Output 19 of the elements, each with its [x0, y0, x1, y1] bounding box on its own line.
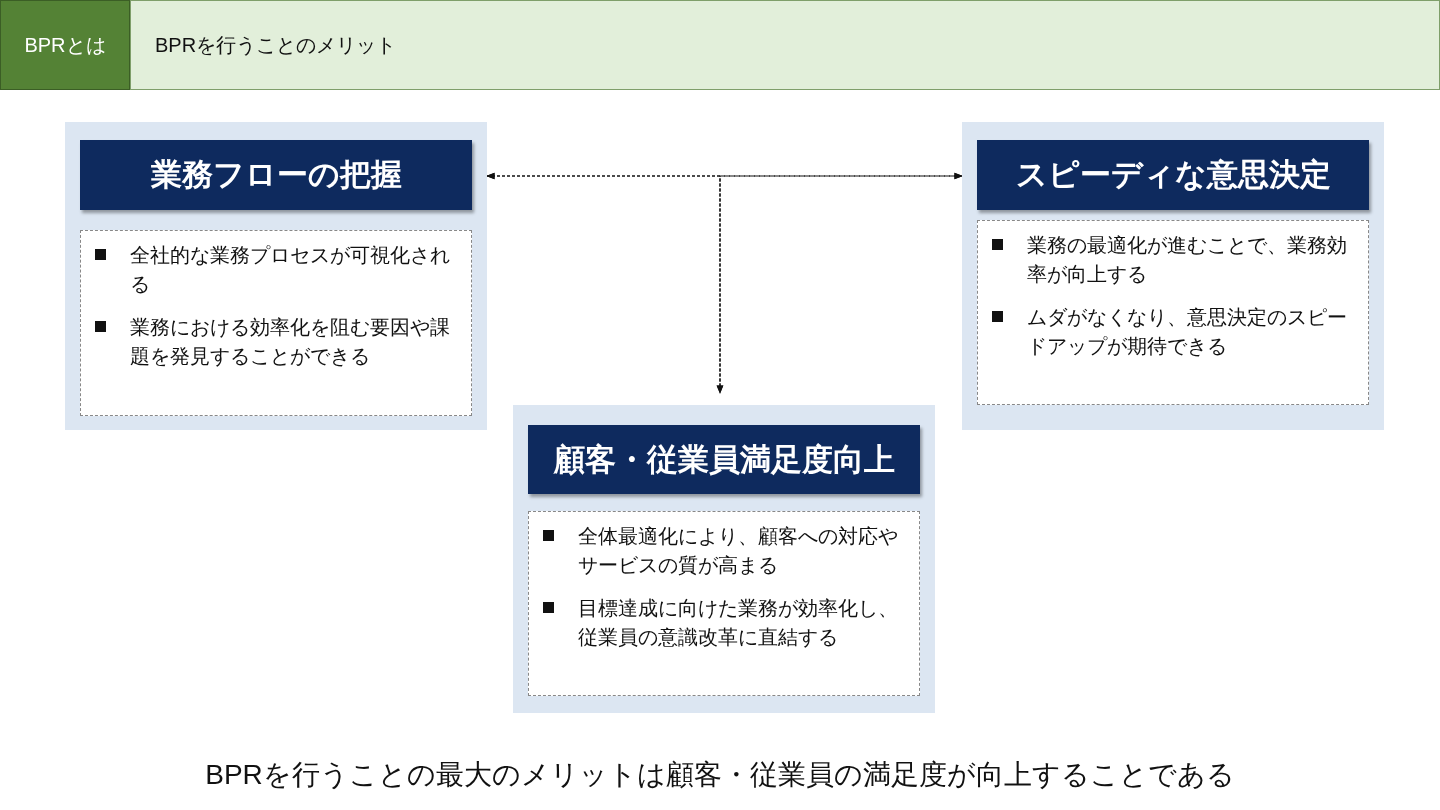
list-item-text: 全社的な業務プロセスが可視化される: [130, 243, 451, 297]
list-item-text: ムダがなくなり、意思決定のスピードアップが期待できる: [1027, 305, 1348, 359]
list-item-text: 全体最適化により、顧客への対応やサービスの質が高まる: [578, 524, 899, 578]
caption-text: BPRを行うことの最大のメリットは顧客・従業員の満足度が向上することである: [204, 758, 1236, 792]
heading-bar: 業務フローの把握: [80, 140, 472, 210]
header-band: BPRを行うことのメリット: [130, 0, 1440, 90]
heading-bar: 顧客・従業員満足度向上: [528, 425, 920, 494]
section-tab: BPRとは: [0, 0, 130, 90]
bullet-list-box: [80, 230, 472, 416]
bullet-list-box: [528, 511, 920, 696]
list-item-text: 業務における効率化を阻む要因や課題を発見することができる: [130, 315, 451, 369]
card-background: [65, 122, 487, 430]
card-background: [962, 122, 1384, 430]
heading-bar: スピーディな意思決定: [977, 140, 1369, 210]
bullet-list-box: [977, 220, 1369, 405]
list-item-text: 目標達成に向けた業務が効率化し、従業員の意識改革に直結する: [578, 596, 899, 650]
card-background: [513, 405, 935, 713]
arrow: [716, 172, 963, 394]
list-item-text: 業務の最適化が進むことで、業務効率が向上する: [1027, 233, 1348, 287]
